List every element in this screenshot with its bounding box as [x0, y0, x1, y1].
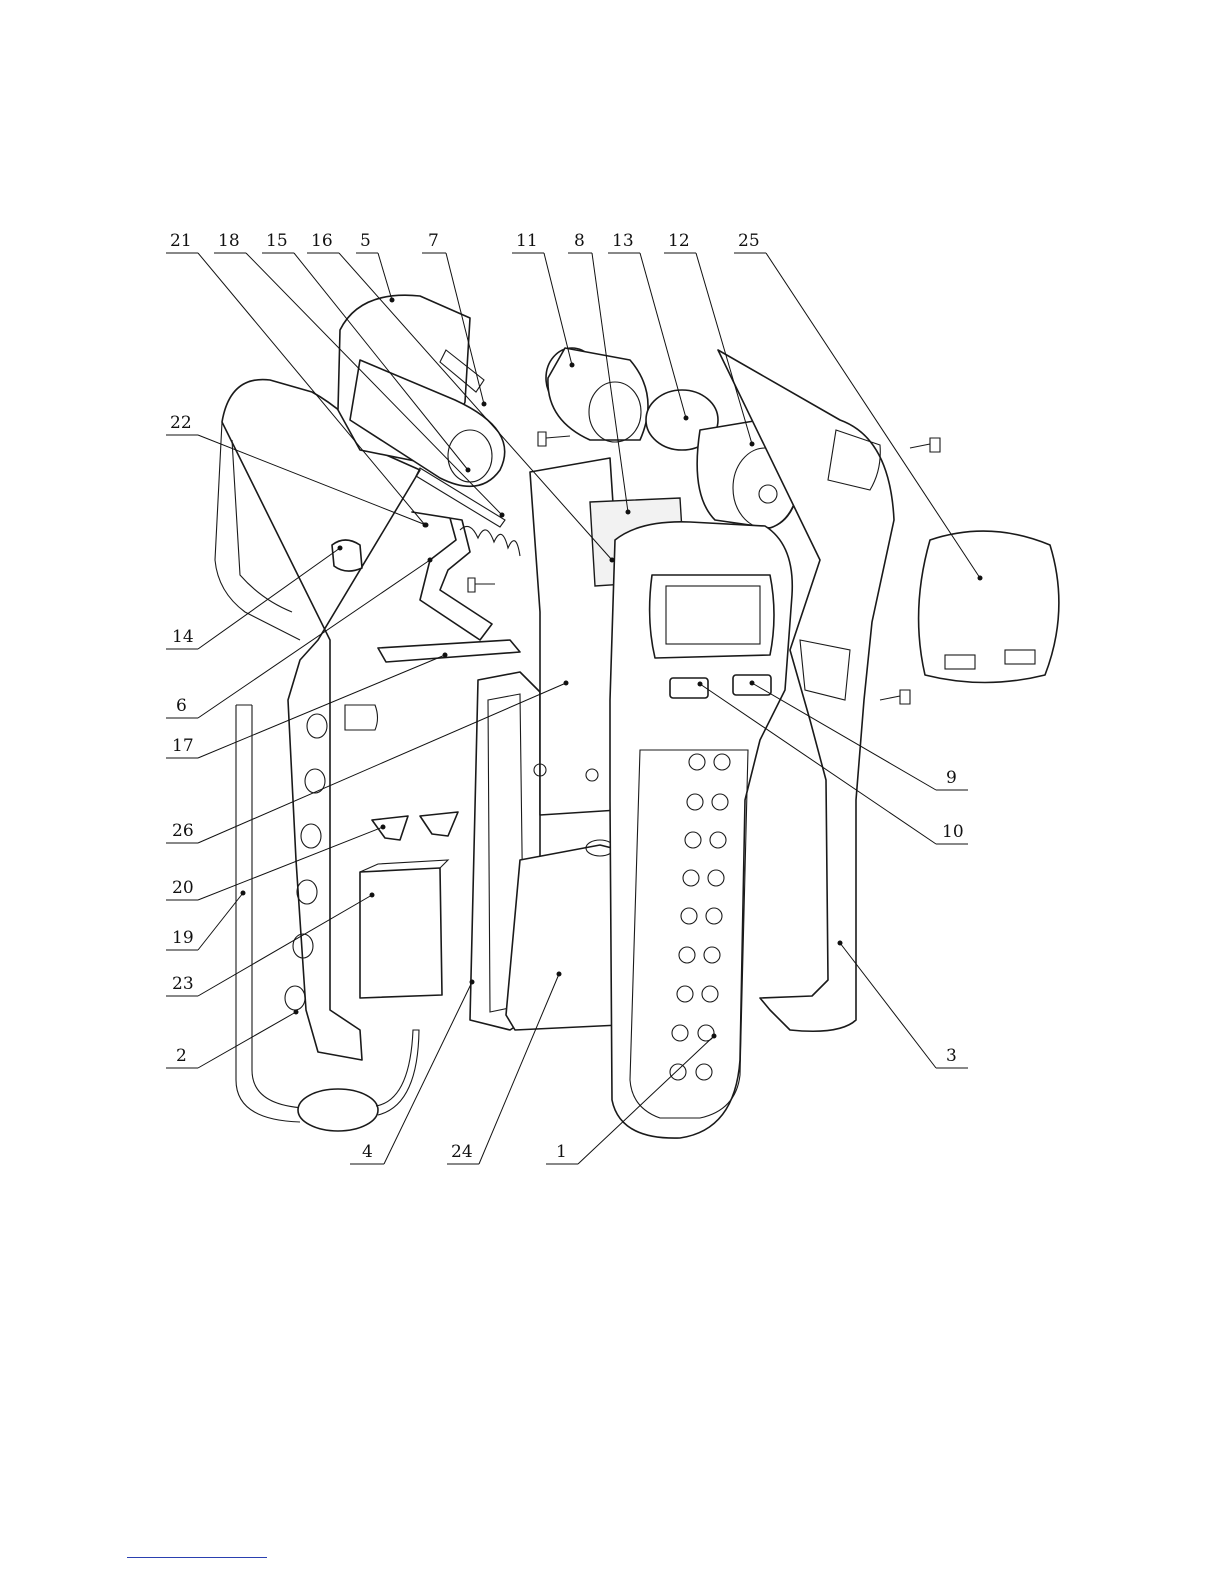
svg-text:10: 10 — [942, 822, 964, 842]
footnote-rule — [127, 1557, 267, 1558]
display-window — [650, 575, 774, 658]
button-10 — [670, 678, 708, 698]
svg-text:14: 14 — [172, 627, 194, 647]
svg-text:25: 25 — [738, 231, 760, 251]
part-14 — [332, 540, 362, 571]
svg-text:9: 9 — [946, 768, 957, 788]
svg-text:22: 22 — [170, 413, 192, 433]
boss-left — [345, 705, 378, 730]
trigger-6 — [412, 512, 492, 640]
svg-text:4: 4 — [362, 1142, 373, 1162]
window-25 — [919, 531, 1059, 682]
clip-20a — [372, 816, 408, 840]
callout-4: 4 — [350, 980, 475, 1165]
block-23 — [360, 868, 442, 998]
callout-5: 5 — [356, 231, 395, 303]
callout-23: 23 — [166, 893, 375, 997]
svg-text:24: 24 — [451, 1142, 473, 1162]
bulb — [298, 1089, 378, 1131]
svg-text:18: 18 — [218, 231, 240, 251]
battery-24 — [506, 845, 620, 1030]
callout-19: 19 — [166, 891, 246, 951]
svg-text:16: 16 — [311, 231, 333, 251]
svg-text:13: 13 — [612, 231, 634, 251]
svg-text:6: 6 — [176, 696, 187, 716]
svg-text:11: 11 — [516, 231, 538, 251]
pad-17 — [378, 640, 520, 662]
svg-text:8: 8 — [574, 231, 585, 251]
svg-text:2: 2 — [176, 1046, 187, 1066]
lens-ring-11-body — [548, 348, 648, 440]
callout-11: 11 — [512, 231, 575, 368]
svg-text:15: 15 — [266, 231, 288, 251]
svg-text:23: 23 — [172, 974, 194, 994]
bulb-wire — [376, 1030, 419, 1115]
clip-20b — [420, 812, 458, 836]
svg-text:26: 26 — [172, 821, 194, 841]
svg-text:7: 7 — [428, 231, 439, 251]
svg-text:12: 12 — [668, 231, 690, 251]
callout-20: 20 — [166, 825, 386, 901]
svg-text:19: 19 — [172, 928, 194, 948]
svg-text:3: 3 — [946, 1046, 957, 1066]
callout-2: 2 — [166, 1010, 299, 1069]
svg-text:20: 20 — [172, 878, 194, 898]
svg-text:5: 5 — [360, 231, 371, 251]
svg-text:17: 17 — [172, 736, 194, 756]
callout-3: 3 — [838, 941, 969, 1069]
svg-text:1: 1 — [556, 1142, 567, 1162]
svg-text:21: 21 — [170, 231, 192, 251]
